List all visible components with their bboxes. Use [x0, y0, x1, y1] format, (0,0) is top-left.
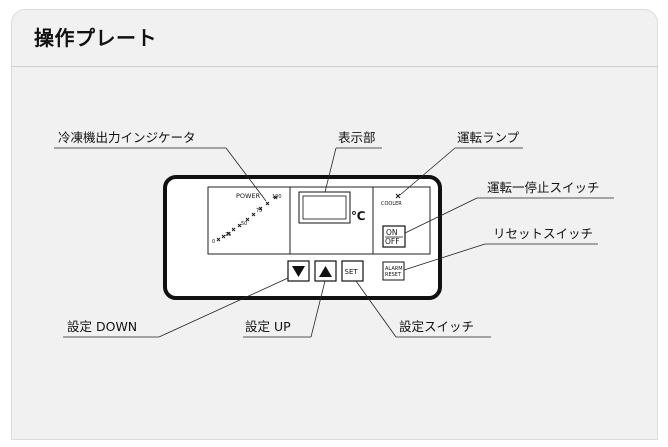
cooler-label: COOLER: [381, 201, 402, 207]
led-5-icon: [237, 223, 242, 228]
alarm-label: ALARM: [385, 266, 403, 272]
leader-set-up: [310, 280, 326, 338]
on-off-switch[interactable]: [382, 225, 406, 248]
page-title: 操作プレート: [34, 26, 157, 50]
on-label: ON: [386, 228, 398, 237]
leader-set-switch: [355, 280, 397, 338]
reset-label: RESET: [385, 272, 402, 278]
power-label: POWER: [236, 192, 261, 200]
callout-run-lamp: 運転ランプ: [457, 130, 520, 145]
callout-set-switch: 設定スイッチ: [399, 319, 474, 334]
run-lamp-icon: [395, 193, 401, 199]
power-indicator-leds: [216, 195, 278, 242]
leader-reset-switch: [403, 243, 486, 271]
scale-0: 0: [212, 239, 215, 245]
scale-25: 25: [225, 232, 231, 238]
led-3-icon: [226, 231, 231, 236]
set-button[interactable]: [341, 260, 364, 282]
led-4-icon: [231, 227, 236, 232]
alarm-reset-button[interactable]: [382, 261, 405, 281]
callout-run-stop-switch: 運転一停止スイッチ: [487, 180, 600, 195]
display-window: [298, 191, 351, 224]
scale-50: 50: [241, 221, 247, 227]
led-6-icon: [245, 217, 250, 222]
led-2-icon: [221, 234, 226, 239]
celsius-unit: ℃: [351, 209, 366, 223]
leader-freezer-indicator: [225, 147, 267, 202]
set-button-label: SET: [345, 268, 359, 276]
title-divider: [11, 66, 658, 67]
led-1-icon: [216, 237, 221, 242]
callout-display: 表示部: [338, 130, 376, 145]
callout-set-down: 設定 DOWN: [67, 319, 137, 334]
callout-set-up: 設定 UP: [245, 319, 291, 334]
off-label: OFF: [385, 237, 400, 246]
led-7-icon: [251, 212, 256, 217]
leader-run-stop-switch: [404, 197, 478, 234]
scale-100: 100: [272, 194, 282, 200]
leader-run-lamp: [399, 147, 456, 196]
display-screen: [302, 195, 347, 220]
up-triangle-icon: [319, 266, 332, 277]
callout-freezer-indicator: 冷凍機出力インジケータ: [58, 130, 196, 145]
scale-75: 75: [256, 208, 262, 214]
callout-reset-switch: リセットスイッチ: [493, 226, 593, 241]
led-8-icon: [258, 206, 263, 211]
leader-set-down: [158, 277, 289, 338]
led-10-icon: [273, 195, 278, 200]
leader-display: [324, 147, 337, 193]
control-plate: [163, 175, 442, 300]
down-triangle-icon: [292, 266, 305, 277]
led-9-icon: [265, 201, 270, 206]
